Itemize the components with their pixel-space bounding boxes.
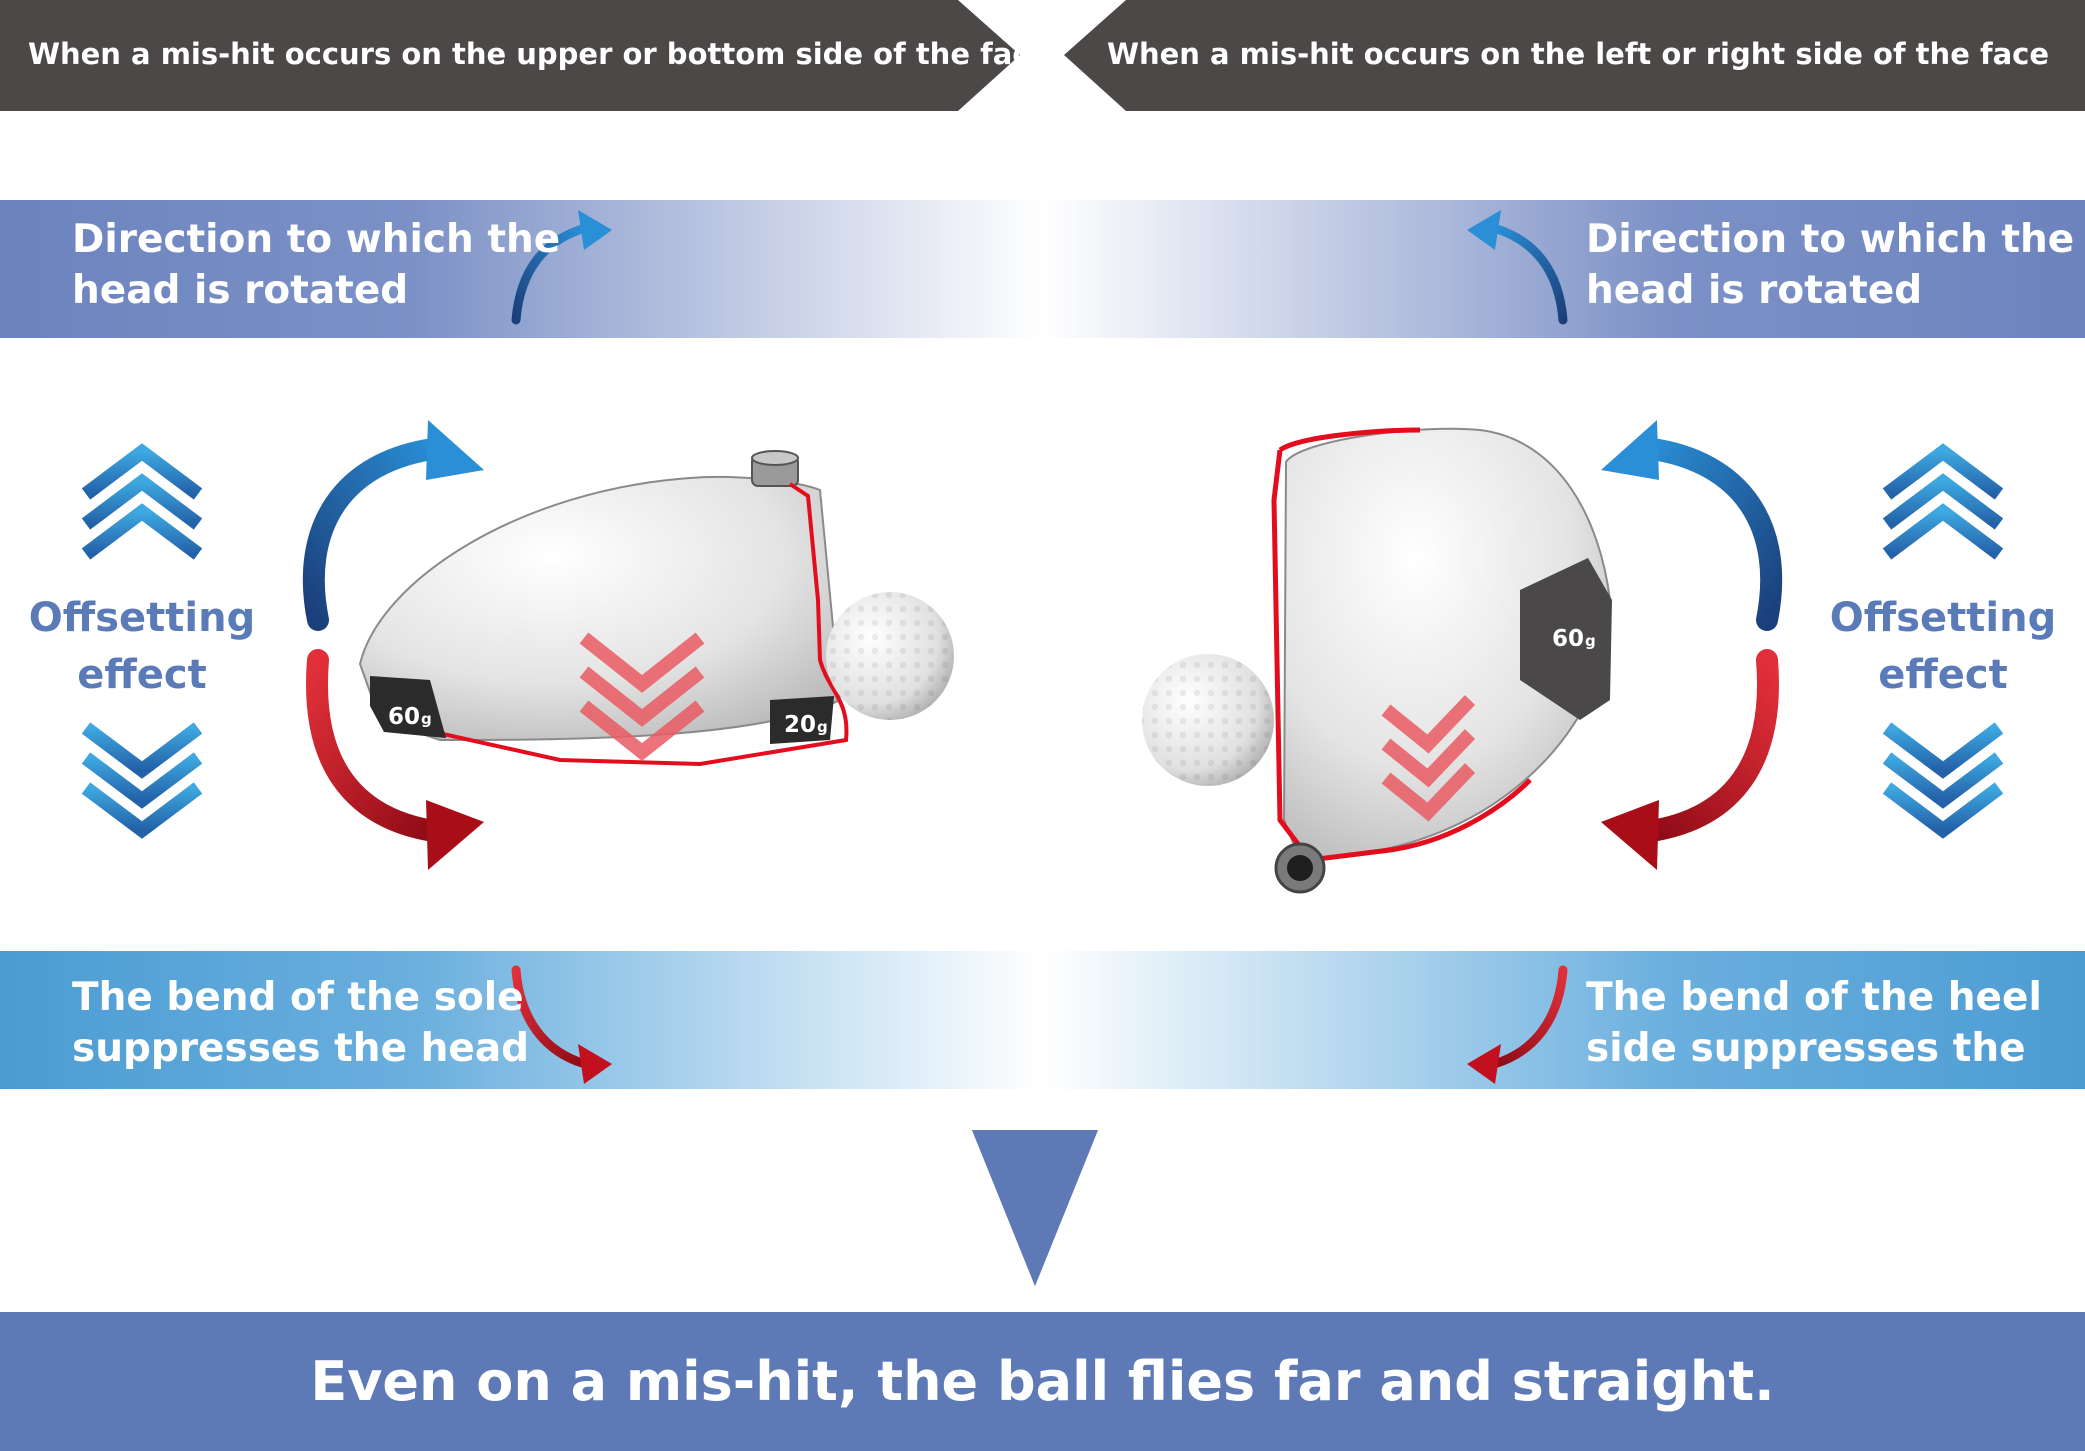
offsetting-left-line1: Offsetting bbox=[28, 595, 256, 641]
offsetting-right-line1: Offsetting bbox=[1829, 595, 2057, 641]
suppress-arrow-icon-right bbox=[1601, 649, 1779, 870]
offset-chevron-up-icon-right bbox=[1882, 443, 2004, 560]
offset-chevron-down-icon-left bbox=[81, 722, 203, 839]
bottom-band-right-line2: side suppresses the bbox=[1586, 1026, 2026, 1071]
golf-ball-left bbox=[826, 592, 954, 720]
bottom-band-right-line1: The bend of the heel bbox=[1586, 975, 2042, 1020]
impact-chevron-icon-right bbox=[1381, 695, 1476, 822]
rotation-arrow-icon-left bbox=[302, 420, 484, 631]
header-right-banner bbox=[1064, 0, 2085, 111]
driver-head-top-view bbox=[1271, 427, 1612, 894]
golf-ball-right bbox=[1142, 654, 1274, 786]
bottom-band-left-label: The bend of the sole suppresses the head bbox=[72, 972, 529, 1074]
weight-label-left-heel: 60g bbox=[388, 704, 432, 730]
top-band-left-label: Direction to which the head is rotated bbox=[72, 214, 560, 316]
weight-port-60g-right bbox=[1520, 558, 1612, 720]
offsetting-left-line2: effect bbox=[77, 652, 207, 698]
conclusion-text: Even on a mis-hit, the ball flies far an… bbox=[310, 1350, 1775, 1413]
driver-head-side-view bbox=[358, 450, 849, 767]
rotation-small-arrow-icon-left bbox=[511, 210, 612, 325]
weight-label-left-toe: 20g bbox=[784, 712, 828, 738]
offset-chevron-down-icon-right bbox=[1882, 722, 2004, 839]
top-band-right-label: Direction to which the head is rotated bbox=[1586, 214, 2074, 316]
header-left-banner bbox=[0, 0, 1020, 111]
rotation-arrow-icon-right bbox=[1601, 420, 1783, 631]
top-band bbox=[0, 200, 2085, 338]
rotation-small-arrow-icon-right bbox=[1467, 210, 1568, 325]
top-band-left-line2: head is rotated bbox=[72, 268, 409, 313]
offsetting-effect-left: Offsetting effect bbox=[12, 590, 272, 704]
bottom-band-left-line1: The bend of the sole bbox=[72, 975, 524, 1020]
weight-label-right: 60g bbox=[1552, 626, 1596, 652]
bottom-band-left-line2: suppresses the head bbox=[72, 1026, 530, 1071]
impact-chevron-icon-left bbox=[579, 632, 705, 761]
suppress-small-arrow-icon-right bbox=[1467, 965, 1568, 1084]
header-right-text: When a mis-hit occurs on the left or rig… bbox=[1106, 37, 2049, 71]
bottom-band bbox=[0, 951, 2085, 1089]
weight-port-20g bbox=[770, 696, 834, 744]
top-band-right-line2: head is rotated bbox=[1586, 268, 1923, 313]
top-band-right-line1: Direction to which the bbox=[1586, 217, 2075, 262]
offsetting-effect-right: Offsetting effect bbox=[1813, 590, 2073, 704]
final-band bbox=[0, 1312, 2085, 1451]
offset-chevron-up-icon-left bbox=[81, 443, 203, 560]
bottom-band-right-label: The bend of the heel side suppresses the bbox=[1586, 972, 2042, 1074]
suppress-small-arrow-icon-left bbox=[511, 965, 612, 1084]
suppress-arrow-icon-left bbox=[306, 649, 484, 870]
top-band-left-line1: Direction to which the bbox=[72, 217, 561, 262]
offsetting-right-line2: effect bbox=[1878, 652, 2008, 698]
weight-port-60g-left bbox=[370, 676, 446, 738]
header-left-text: When a mis-hit occurs on the upper or bo… bbox=[28, 37, 1050, 71]
